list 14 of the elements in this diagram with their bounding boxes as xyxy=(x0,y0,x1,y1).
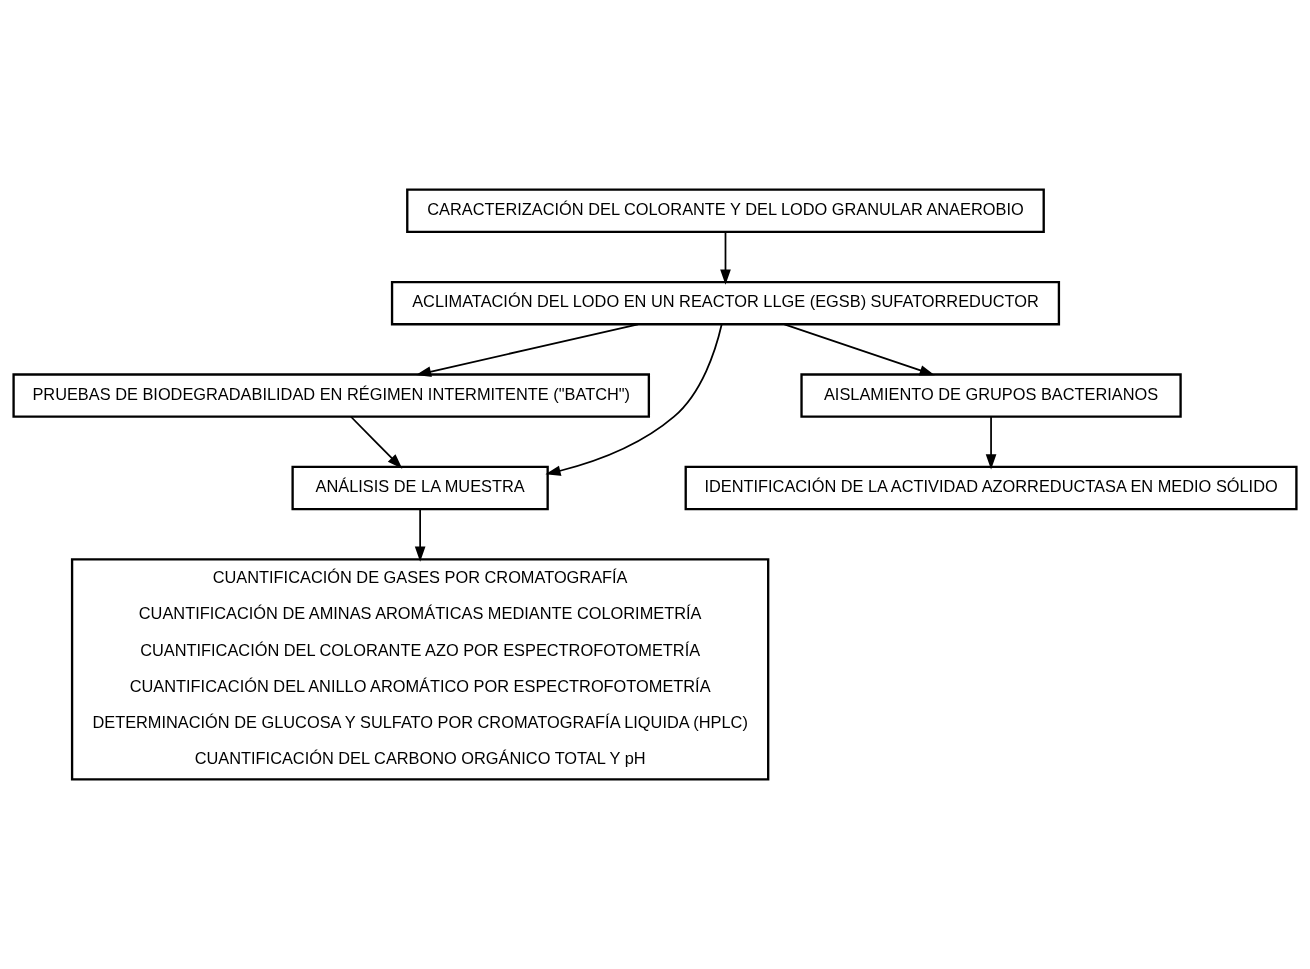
arrow xyxy=(350,415,403,469)
node-box: IDENTIFICACIÓN DE LA ACTIVIDAD AZORREDUCTASA EN MEDIO SÓLIDO xyxy=(684,465,1298,511)
node-box: ANÁLISIS DE LA MUESTRA xyxy=(291,465,549,511)
arrow xyxy=(720,231,731,285)
arrow xyxy=(985,415,997,470)
arrow xyxy=(415,323,639,377)
node-box: ACLIMATACIÓN DEL LODO EN UN REACTOR LLGE (EGSB) SUFATORREDUCTOR xyxy=(390,280,1061,326)
node-box: PRUEBAS DE BIODEGRADABILIDAD EN RÉGIMEN INTERMITENTE ("BATCH") xyxy=(12,373,651,418)
node-box: AISLAMIENTO DE GRUPOS BACTERIANOS xyxy=(800,373,1182,418)
arrow xyxy=(414,508,426,562)
arrow xyxy=(545,323,723,476)
node-box: CARACTERIZACIÓN DEL COLORANTE Y DEL LODO GRANULAR ANAEROBIO xyxy=(406,188,1045,233)
node-box: CUANTIFICACIÓN DE GASES POR CROMATOGRAFÍA CUANTIFICACIÓN DE AMINAS AROMÁTICAS MEDIANTE COLORIMETRÍA CUANTIFICACIÓN DEL COLORANTE AZO POR ESPECTROFOTOMETRÍA CUANTIFICACIÓN DEL ANILLO AROMÁTICO POR ESPECTROFOTOMETRÍA DETERMINACIÓN DE GLUCOSA Y SULFATO POR CROMATOGRAFÍA LIQUIDA (HPLC) CUANTIFICACIÓN DEL CARBONO ORGÁNICO TOTAL Y pH xyxy=(70,558,770,781)
arrow xyxy=(783,323,935,376)
